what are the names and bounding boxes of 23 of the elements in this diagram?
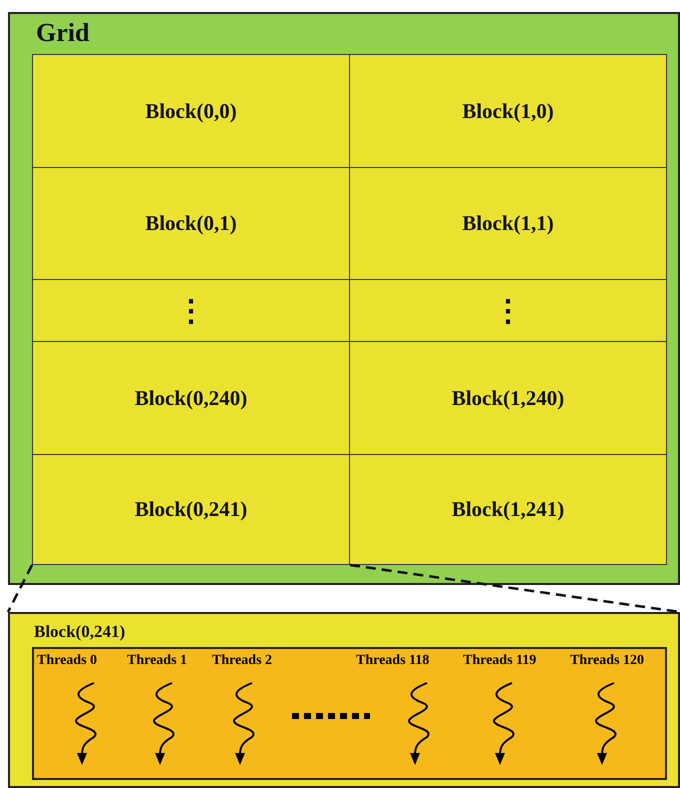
block-cell: Block(0,0)	[32, 54, 350, 168]
thread-label: Threads 119	[463, 653, 536, 669]
block-cell: Block(0,240)	[32, 341, 350, 455]
block-cell: Block(1,0)	[349, 54, 667, 168]
panel-title: Grid	[36, 18, 90, 48]
thread-label: Threads 1	[127, 653, 188, 669]
thread-label: Threads 120	[570, 653, 644, 669]
dashed-callout-line	[6, 564, 34, 613]
thread-label: Threads 0	[37, 653, 98, 669]
block-cell: Block(1,240)	[349, 341, 667, 455]
panel-title: Block(0,241)	[34, 622, 126, 642]
grid-panel	[8, 12, 680, 585]
block-cell: Block(1,1)	[349, 167, 667, 280]
thread-area	[32, 647, 667, 780]
thread-label: Threads 118	[356, 653, 430, 669]
block-cell: Block(0,241)	[32, 454, 350, 565]
block-cell: ⋮	[349, 279, 667, 342]
block-cell: Block(1,241)	[349, 454, 667, 565]
dashed-callout-line	[350, 564, 680, 614]
block-panel	[8, 612, 680, 788]
block-cell: ⋮	[32, 279, 350, 342]
block-cell: Block(0,1)	[32, 167, 350, 280]
thread-label: Threads 2	[212, 653, 272, 669]
